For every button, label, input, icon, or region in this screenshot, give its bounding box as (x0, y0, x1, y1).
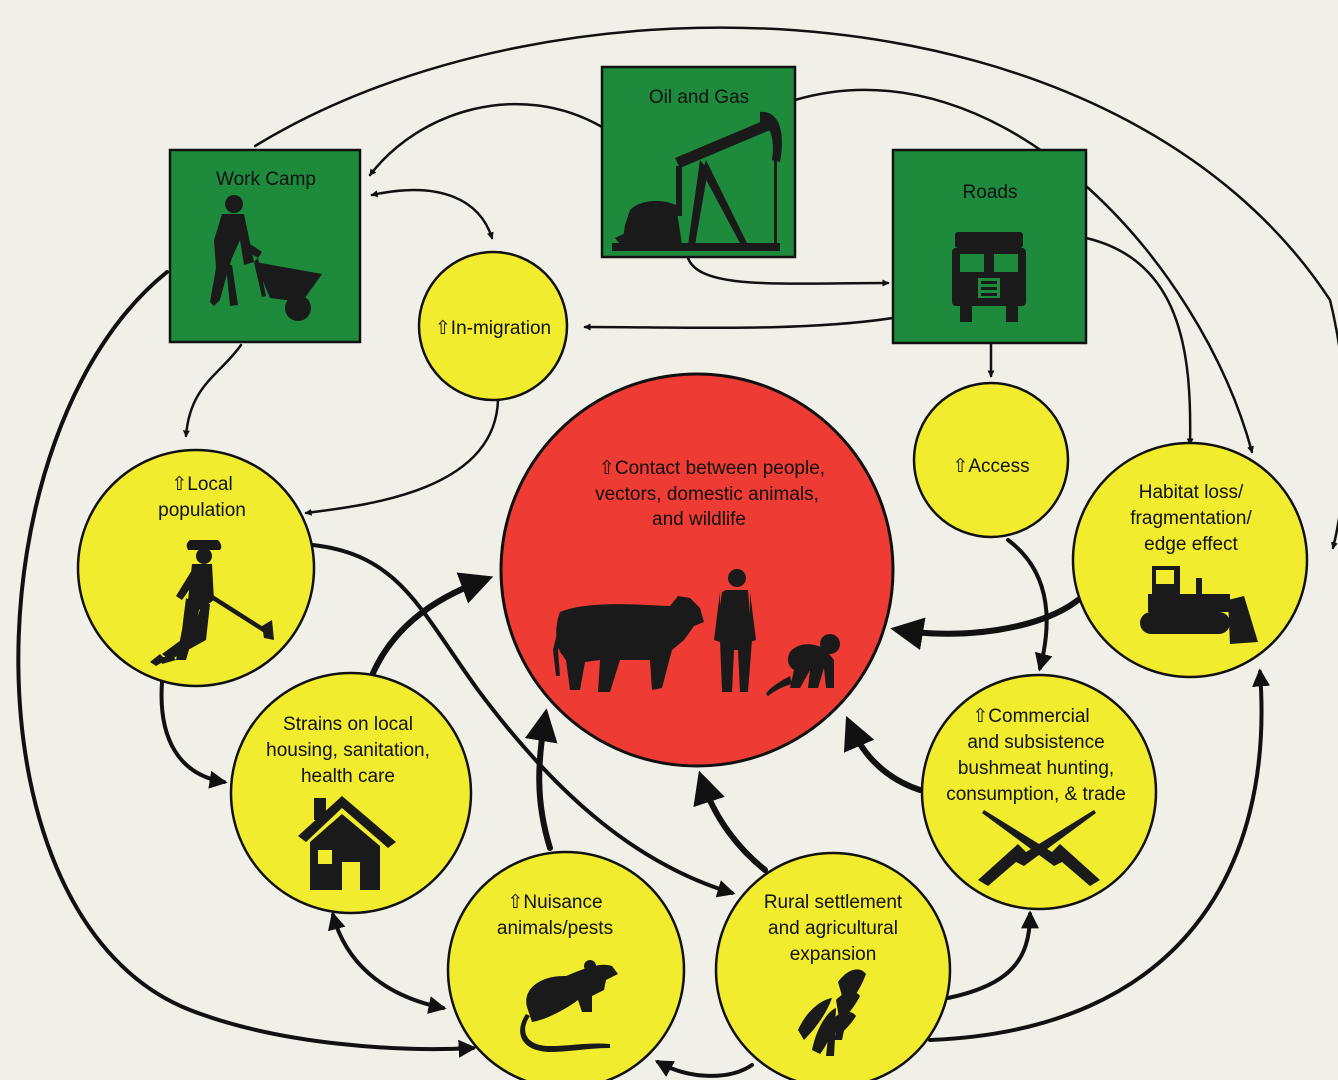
node-strains-label-3: health care (301, 766, 395, 787)
bulldozer-icon (1140, 566, 1258, 644)
node-habitat-label-1: Habitat loss/ (1139, 482, 1244, 503)
edge-rural-contact (693, 770, 768, 873)
node-work-camp: Work Camp (168, 148, 362, 344)
edge-strains-contact (367, 572, 494, 683)
edge-workcamp-habitat-top (253, 26, 1338, 550)
node-bushmeat: ⇧Commercial and subsistence bushmeat hun… (920, 673, 1158, 911)
node-bushmeat-label-1: ⇧Commercial (972, 706, 1089, 727)
farmer-hoe-icon (150, 540, 274, 666)
edge-workcamp-localpop (182, 343, 243, 438)
node-nuisance-label-1: ⇧Nuisance (507, 892, 602, 913)
node-in-migration: ⇧In-migration (417, 250, 569, 402)
node-strains: Strains on local housing, sanitation, he… (229, 671, 473, 915)
node-habitat-label-3: edge effect (1144, 534, 1238, 555)
edge-inmigration-localpop (304, 398, 500, 516)
edge-roads-inmigration (583, 316, 895, 331)
oil-pump-jack-icon (612, 111, 782, 251)
node-access-label: ⇧Access (952, 456, 1029, 477)
node-rural-label-3: expansion (790, 944, 877, 965)
edge-bushmeat-contact (843, 715, 923, 793)
node-habitat-label-2: fragmentation/ (1130, 508, 1252, 529)
edges (16, 26, 1338, 1078)
wheat-corn-icon (798, 969, 866, 1056)
edge-habitat-contact (890, 597, 1081, 651)
node-oil-gas: Oil and Gas (600, 65, 797, 259)
edge-rural-habitat (928, 668, 1271, 1042)
node-work-camp-label: Work Camp (216, 169, 316, 190)
node-bushmeat-label-2: and subsistence (967, 732, 1104, 753)
node-nuisance-label-2: animals/pests (497, 918, 613, 939)
node-bushmeat-label-4: consumption, & trade (946, 784, 1126, 805)
cow-person-monkey-icon (553, 569, 840, 696)
edge-localpop-strains (159, 680, 228, 789)
edge-roads-habitat (1084, 236, 1194, 446)
truck-icon (952, 232, 1026, 322)
edge-nuisance-contact (524, 708, 558, 851)
node-in-migration-label: ⇧In-migration (435, 318, 551, 339)
edge-localpop-rural (311, 543, 736, 898)
node-local-population-label-2: population (158, 500, 246, 521)
edge-workcamp-nuisance (16, 270, 477, 1058)
edge-access-bushmeat (1006, 538, 1053, 672)
node-strains-label-2: housing, sanitation, (266, 740, 430, 761)
rat-icon (520, 960, 618, 1052)
edge-strains-nuisance (328, 911, 447, 1014)
node-contact: ⇧Contact between people, vectors, domest… (499, 372, 895, 768)
node-bushmeat-label-3: bushmeat hunting, (958, 758, 1114, 779)
node-contact-label-3: and wildlife (652, 509, 746, 530)
node-strains-label-1: Strains on local (283, 714, 413, 735)
crossed-rifles-icon (978, 810, 1100, 886)
node-oil-gas-label: Oil and Gas (649, 87, 749, 108)
edge-rural-nuisance (654, 1060, 754, 1078)
node-roads: Roads (891, 148, 1088, 345)
node-contact-label-2: vectors, domestic animals, (595, 484, 819, 505)
node-rural-label-1: Rural settlement (764, 892, 903, 913)
node-rural-label-2: and agricultural (768, 918, 898, 939)
node-contact-label-1: ⇧Contact between people, (599, 458, 825, 479)
node-local-population: ⇧Local population (76, 448, 316, 688)
worker-wheelbarrow-icon (210, 195, 322, 321)
node-access: ⇧Access (912, 381, 1070, 539)
edge-oilgas-workcamp (368, 102, 604, 177)
house-icon (298, 796, 396, 890)
node-nuisance: ⇧Nuisance animals/pests (446, 850, 686, 1080)
node-rural: Rural settlement and agricultural expans… (714, 851, 952, 1080)
node-roads-label: Roads (963, 182, 1018, 203)
node-habitat: Habitat loss/ fragmentation/ edge effect (1071, 441, 1309, 679)
edge-rural-bushmeat (946, 910, 1039, 1000)
edge-workcamp-inmigration (370, 188, 494, 240)
edge-oilgas-roads (686, 256, 890, 287)
node-local-population-label-1: ⇧Local (171, 474, 232, 495)
